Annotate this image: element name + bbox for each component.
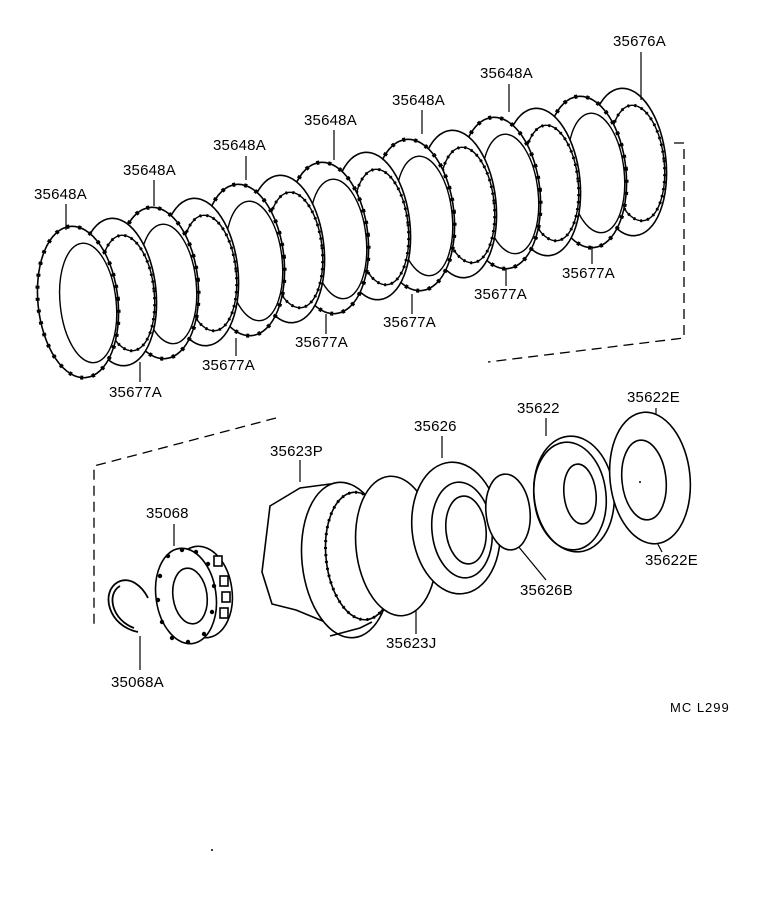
label-35677A-1: 35677A <box>109 384 162 401</box>
piston-assembly-35622 <box>532 435 616 553</box>
label-35626: 35626 <box>414 418 457 435</box>
label-35068: 35068 <box>146 505 189 522</box>
label-35622E-1: 35622E <box>627 389 680 406</box>
label-35677A-6: 35677A <box>562 265 615 282</box>
label-35677A-2: 35677A <box>202 357 255 374</box>
label-35676A: 35676A <box>613 33 666 50</box>
label-35677A-5: 35677A <box>474 286 527 303</box>
assembly-guide-lines <box>93 142 685 624</box>
clutch-disc-stack <box>28 82 676 384</box>
label-35677A-3: 35677A <box>295 334 348 351</box>
piston-35626 <box>410 461 502 595</box>
label-35648A-3: 35648A <box>213 137 266 154</box>
label-35648A-1: 35648A <box>34 186 87 203</box>
label-35648A-4: 35648A <box>304 112 357 129</box>
label-35623P: 35623P <box>270 443 323 460</box>
label-35622E-2: 35622E <box>645 552 698 569</box>
seal-ring-35626B <box>484 473 532 551</box>
hub-35068 <box>154 545 234 645</box>
diagram-code: MC L299 <box>670 700 730 715</box>
label-35623J: 35623J <box>386 635 437 652</box>
label-35648A-6: 35648A <box>480 65 533 82</box>
snap-ring-35068A <box>107 579 149 633</box>
label-35677A-4: 35677A <box>383 314 436 331</box>
label-35648A-2: 35648A <box>123 162 176 179</box>
seal-35622E <box>608 411 692 545</box>
label-35626B: 35626B <box>520 582 573 599</box>
label-35068A: 35068A <box>111 674 164 691</box>
label-35622: 35622 <box>517 400 560 417</box>
label-35648A-5: 35648A <box>392 92 445 109</box>
speck-marks <box>211 481 641 851</box>
